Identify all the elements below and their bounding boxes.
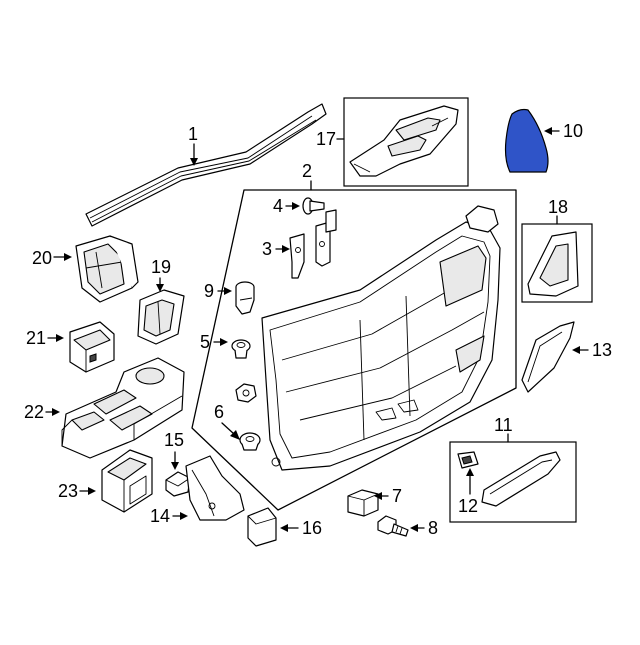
callout-label-10: 10	[563, 121, 583, 141]
callout-7: 7	[374, 486, 402, 506]
callout-19: 19	[151, 257, 171, 292]
part-12-clip[interactable]	[457, 451, 479, 469]
callout-label-18: 18	[548, 197, 568, 217]
callout-label-3: 3	[262, 239, 272, 259]
callout-label-16: 16	[302, 518, 322, 538]
part-15-cap[interactable]	[165, 471, 191, 497]
part-17-switch-bezel[interactable]	[349, 105, 459, 177]
callout-label-21: 21	[26, 328, 46, 348]
callout-label-12: 12	[458, 496, 478, 516]
part-20-switch-housing[interactable]	[75, 235, 139, 303]
callout-label-8: 8	[428, 518, 438, 538]
callout-2: 2	[302, 161, 312, 191]
part-5-push-pin[interactable]	[231, 339, 251, 359]
callout-23: 23	[58, 481, 96, 501]
callout-label-23: 23	[58, 481, 78, 501]
part-10-trim-cover[interactable]	[504, 108, 549, 173]
callout-11: 11	[494, 415, 513, 443]
callout-15: 15	[164, 430, 184, 470]
callout-label-13: 13	[592, 340, 612, 360]
part-22-master-switch[interactable]	[61, 357, 185, 459]
callout-label-17: 17	[316, 129, 336, 149]
callout-16: 16	[280, 518, 322, 538]
part-6-fastener[interactable]	[239, 432, 261, 451]
callout-10: 10	[544, 121, 583, 141]
callout-12: 12	[458, 468, 478, 516]
callout-label-19: 19	[151, 257, 171, 277]
callout-20: 20	[32, 248, 72, 268]
callout-label-7: 7	[392, 486, 402, 506]
part-1-weatherstrip[interactable]	[85, 103, 327, 227]
part-19-switch[interactable]	[137, 289, 185, 345]
callout-label-15: 15	[164, 430, 184, 450]
callout-4: 4	[273, 196, 300, 216]
callout-label-6: 6	[214, 402, 224, 422]
callout-3: 3	[262, 239, 290, 259]
callout-label-5: 5	[200, 332, 210, 352]
callout-label-1: 1	[188, 124, 198, 144]
callout-21: 21	[26, 328, 64, 348]
part-2-door-trim-frame	[191, 189, 517, 511]
part-16-end-cap[interactable]	[247, 507, 277, 547]
callout-label-11: 11	[494, 415, 513, 435]
callout-label-9: 9	[204, 281, 214, 301]
callout-5: 5	[200, 332, 228, 352]
part-3-bracket[interactable]	[289, 209, 337, 279]
callout-label-4: 4	[273, 196, 283, 216]
part-2-door-trim-panel[interactable]	[261, 205, 501, 471]
callout-1: 1	[188, 124, 198, 166]
callout-9: 9	[204, 281, 232, 301]
callout-label-20: 20	[32, 248, 52, 268]
callout-6: 6	[214, 402, 240, 440]
callout-13: 13	[572, 340, 612, 360]
part-23-seat-switch[interactable]	[101, 449, 153, 513]
part-4-screw[interactable]	[302, 197, 325, 215]
callout-label-2: 2	[302, 161, 312, 181]
callout-17: 17	[316, 129, 345, 149]
part-21-switch[interactable]	[69, 321, 115, 373]
callout-label-14: 14	[150, 506, 170, 526]
part-9-clip[interactable]	[235, 281, 255, 315]
callout-22: 22	[24, 402, 60, 422]
part-8-bolt[interactable]	[377, 515, 409, 537]
callout-label-22: 22	[24, 402, 44, 422]
part-6-nut[interactable]	[235, 383, 257, 403]
callout-14: 14	[150, 506, 188, 526]
part-18-bezel[interactable]	[527, 231, 579, 297]
part-7-retainer[interactable]	[347, 489, 379, 517]
callout-18: 18	[548, 197, 568, 225]
part-11-armrest-pad[interactable]	[481, 451, 561, 507]
part-13-trim-piece[interactable]	[521, 321, 575, 393]
callout-8: 8	[410, 518, 438, 538]
part-14-trim-panel[interactable]	[185, 455, 245, 521]
